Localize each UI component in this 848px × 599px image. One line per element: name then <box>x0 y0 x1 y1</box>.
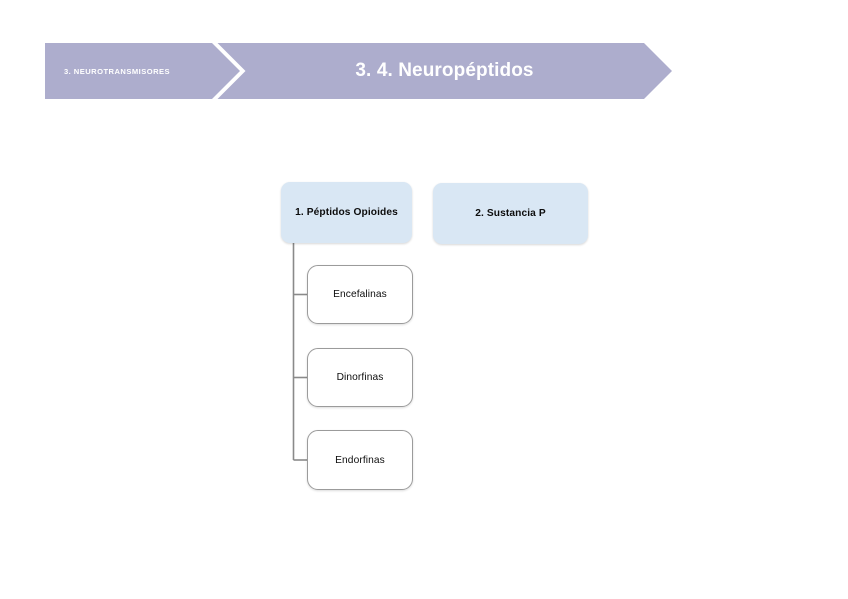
header-banner: 3. NEUROTRANSMISORES 3. 4. Neuropéptidos <box>45 43 672 99</box>
banner-chevron-shape <box>45 43 672 99</box>
banner-section-label: 3. NEUROTRANSMISORES <box>64 66 171 76</box>
node-endorfinas[interactable]: Endorfinas <box>307 430 413 490</box>
node-peptidos-opioides[interactable]: 1. Péptidos Opioides <box>281 182 412 243</box>
node-sustancia-p[interactable]: 2. Sustancia P <box>433 183 588 244</box>
node-dinorfinas[interactable]: Dinorfinas <box>307 348 413 407</box>
page-title: 3. 4. Neuropéptidos <box>355 60 534 81</box>
node-encefalinas[interactable]: Encefalinas <box>307 265 413 324</box>
